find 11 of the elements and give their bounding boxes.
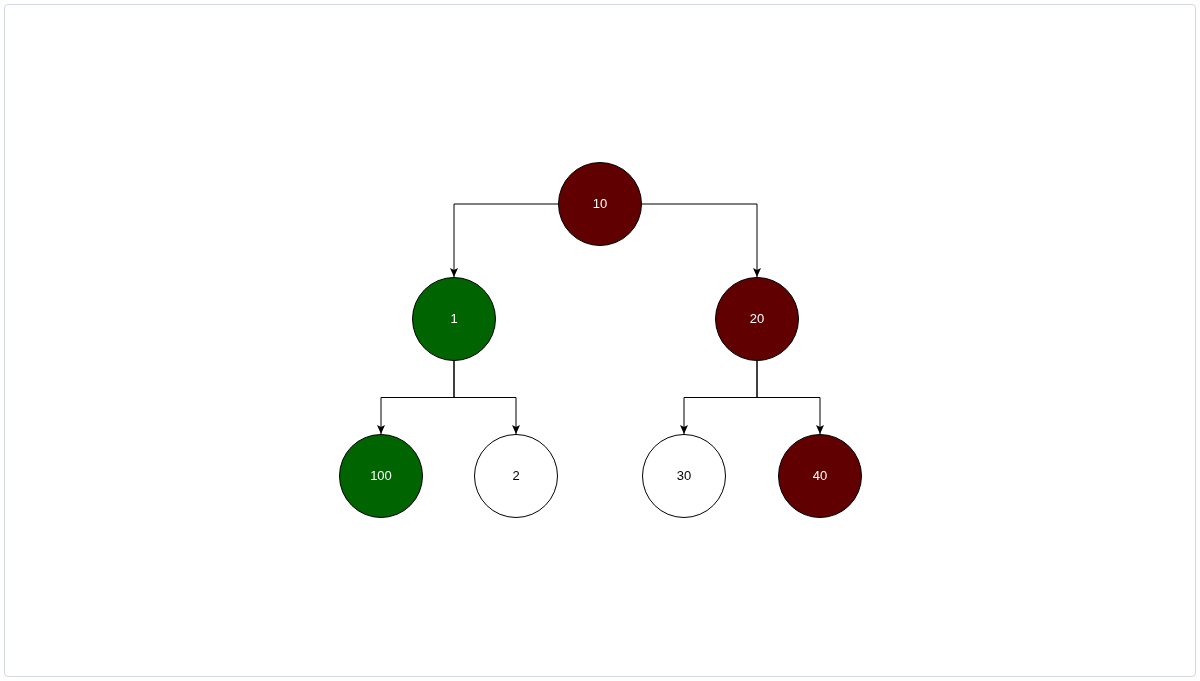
arrow [756, 360, 824, 435]
arrow [453, 360, 520, 435]
arrow [641, 203, 761, 278]
node-value: 10 [592, 195, 608, 214]
node-value: 1 [450, 310, 458, 329]
node-value: 30 [676, 467, 692, 486]
arrow [450, 203, 559, 278]
node-value: 40 [812, 467, 828, 486]
node-value: 20 [749, 310, 765, 329]
node-value: 2 [512, 467, 520, 486]
node-value: 100 [370, 467, 392, 486]
